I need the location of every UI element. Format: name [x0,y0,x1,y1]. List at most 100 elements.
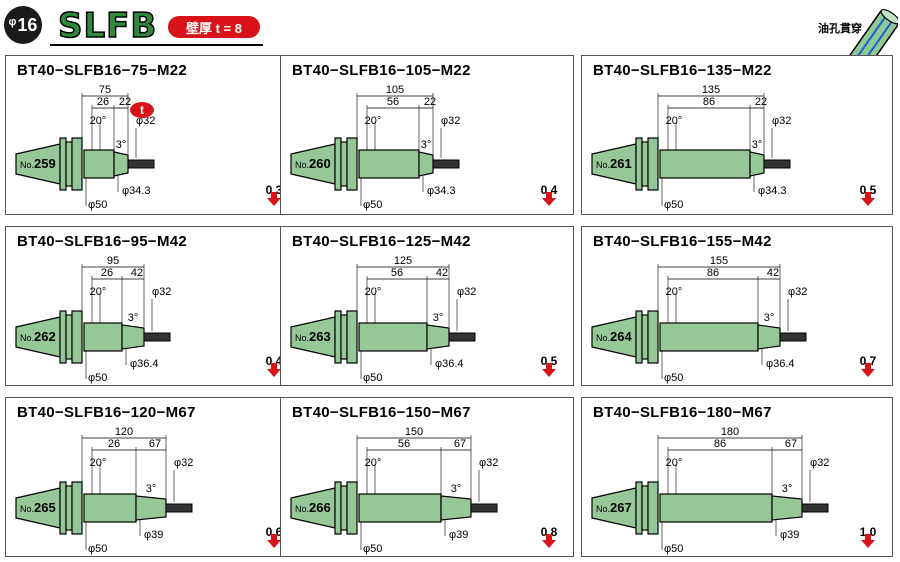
taper-angle-dim: 3° [128,312,139,324]
weight-indicator: 0.5 [539,355,559,377]
tool-number-value: 266 [309,500,331,515]
weight-value: 1.0 [859,525,877,539]
flange-ring [647,137,659,191]
tool-nose [440,495,472,521]
weight-value: 0.8 [540,525,558,539]
down-arrow-icon [542,363,556,377]
overall-length-dim: 125 [394,255,412,267]
down-arrow-icon [267,192,281,206]
weight-value: 0.4 [265,354,283,368]
chamfer-angle-dim: 20° [90,457,107,469]
tool-number-prefix: No. [596,504,610,514]
mid-diameter-dim: φ36.4 [766,358,795,370]
diameter-symbol: φ [8,16,17,28]
overall-length-dim: 135 [702,84,720,96]
flange-groove [340,314,348,360]
taper-angle-dim: 3° [146,483,157,495]
tool-nose [757,324,781,350]
tool-model-title: BT40−SLFB16−105−M22 [292,62,471,79]
tool-shank [432,159,460,169]
mid-diameter-dim: φ34.3 [122,185,151,197]
body-length-dim: 86 [707,267,719,279]
mid-diameter-dim: φ34.3 [758,185,787,197]
tool-model-title: BT40−SLFB16−150−M67 [292,404,471,421]
overall-length-dim: 180 [721,426,739,438]
tool-number-prefix: No. [295,160,309,170]
tool-body [659,322,759,352]
tool-shank [448,332,476,342]
chamfer-angle-dim: 20° [365,457,382,469]
flange-ring [71,137,83,191]
flange-ring [647,310,659,364]
tool-model-title: BT40−SLFB16−180−M67 [593,404,772,421]
tool-nose [113,151,129,177]
tool-body [659,493,773,523]
wall-thickness-marker [130,102,154,118]
tool-shank [165,503,193,513]
overall-length-dim: 75 [99,84,111,96]
weight-indicator: 0.5 [858,184,878,206]
tool-number: No.263 [295,329,331,344]
flange-groove [641,314,649,360]
base-diameter-dim: φ50 [363,199,382,211]
outer-diameter-dim: φ32 [441,115,460,127]
tool-shank [127,159,155,169]
weight-value: 0.7 [859,354,877,368]
tool-nose [749,151,765,177]
base-diameter-dim: φ50 [664,543,683,555]
tool-number-value: 260 [309,156,331,171]
tool-body [83,493,137,523]
wall-thickness-marker-label: t [140,103,144,117]
nose-length-dim: 22 [755,96,767,108]
tool-shank [470,503,498,513]
base-diameter-dim: φ50 [664,199,683,211]
outer-diameter-dim: φ32 [174,457,193,469]
flange-ring [334,137,342,191]
tool-number: No.262 [20,329,56,344]
tool-model-title: BT40−SLFB16−95−M42 [17,233,188,250]
taper-angle-dim: 3° [451,483,462,495]
tool-body [358,493,442,523]
down-arrow-icon [861,192,875,206]
tool-nose [135,495,167,521]
tool-number-value: 259 [34,156,56,171]
flange-ring [635,137,643,191]
tool-number-value: 264 [610,329,632,344]
tool-shank [143,332,171,342]
flange-ring [71,310,83,364]
tool-number-prefix: No. [295,333,309,343]
tool-shank [801,503,829,513]
chamfer-angle-dim: 20° [90,115,107,127]
outer-diameter-dim: φ32 [136,115,155,127]
base-diameter-dim: φ50 [88,372,107,384]
weight-indicator: 0.6 [264,526,284,548]
mid-diameter-dim: φ39 [144,529,163,541]
chamfer-angle-dim: 20° [90,286,107,298]
overall-length-dim: 105 [386,84,404,96]
tool-number-value: 261 [610,156,632,171]
base-diameter-dim: φ50 [88,199,107,211]
flange-ring [59,137,67,191]
tool-number: No.264 [596,329,632,344]
tool-number: No.265 [20,500,56,515]
tool-number-value: 262 [34,329,56,344]
flange-groove [65,141,73,187]
outer-diameter-dim: φ32 [772,115,791,127]
chamfer-angle-dim: 20° [666,286,683,298]
page-header: φ 16 SLFB 壁厚 t = 8 油孔貫穿 [0,0,900,78]
series-title: SLFB [57,5,158,47]
outer-diameter-dim: φ32 [788,286,807,298]
down-arrow-icon [861,534,875,548]
tool-number-prefix: No. [295,504,309,514]
taper-angle-dim: 3° [421,139,432,151]
